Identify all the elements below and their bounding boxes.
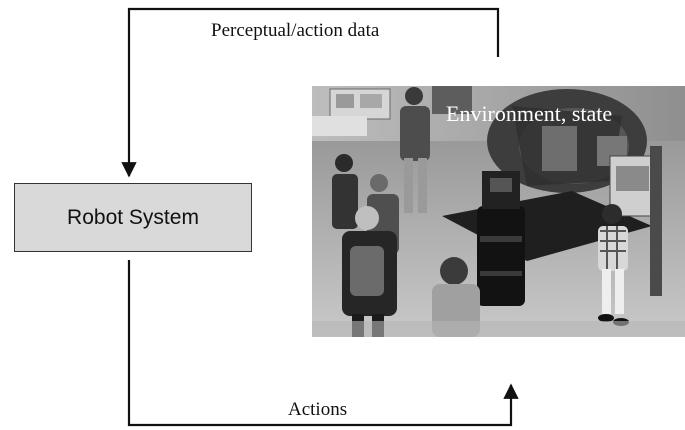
robot-system-label: Robot System: [67, 205, 199, 229]
actions-label: Actions: [288, 399, 348, 420]
feedback-arrow: [121, 7, 500, 178]
robot-system-box: Robot System: [14, 183, 252, 252]
environment-photo: [312, 86, 685, 337]
environment-label: Environment, state: [446, 101, 613, 126]
feedback-label: Perceptual/action data: [211, 20, 380, 41]
actions-arrow: [127, 260, 519, 427]
environment-scene-image: [312, 86, 685, 337]
